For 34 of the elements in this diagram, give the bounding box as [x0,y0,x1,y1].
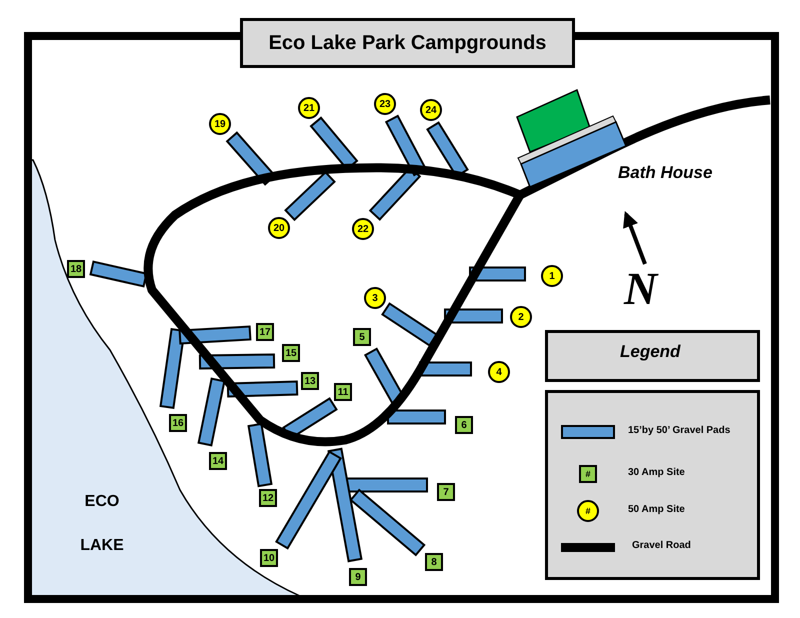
north-label: N [624,266,658,312]
fifty-amp-site-marker: 19 [209,113,231,135]
legend-label: 15’by 50’ Gravel Pads [628,425,730,436]
thirty-amp-site-marker: 12 [259,489,277,507]
fifty-amp-site-marker: 20 [268,217,290,239]
fifty-amp-site-marker: 21 [298,97,320,119]
thirty-amp-site-marker: 18 [67,260,85,278]
thirty-amp-site-marker: 15 [282,344,300,362]
lake-label: ECO LAKE [79,492,125,556]
legend-label: 50 Amp Site [628,504,685,515]
legend-label: 30 Amp Site [628,467,685,478]
legend-title: Legend [620,342,680,362]
fifty-amp-site-marker: 24 [420,99,442,121]
thirty-amp-site-marker: 16 [169,414,187,432]
thirty-amp-site-marker: 11 [334,383,352,401]
map-title: Eco Lake Park Campgrounds [240,18,575,68]
thirty-amp-site-marker: 14 [209,452,227,470]
thirty-amp-site-marker: 5 [353,328,371,346]
fifty-amp-site-marker: 1 [541,265,563,287]
thirty-amp-site-marker: # [579,465,597,483]
thirty-amp-site-marker: 6 [455,416,473,434]
legend-label: Gravel Road [632,540,691,551]
thirty-amp-site-marker: 13 [301,372,319,390]
fifty-amp-site-marker: 3 [364,287,386,309]
thirty-amp-site-marker: 7 [437,483,455,501]
thirty-amp-site-marker: 9 [349,568,367,586]
fifty-amp-site-marker: 2 [510,306,532,328]
thirty-amp-site-marker: 10 [260,549,278,567]
thirty-amp-site-marker: 8 [425,553,443,571]
fifty-amp-site-marker: 23 [374,93,396,115]
fifty-amp-site-marker: 22 [352,218,374,240]
place-label: Bath House [618,163,712,183]
thirty-amp-site-marker: 17 [256,323,274,341]
fifty-amp-site-marker: 4 [488,361,510,383]
